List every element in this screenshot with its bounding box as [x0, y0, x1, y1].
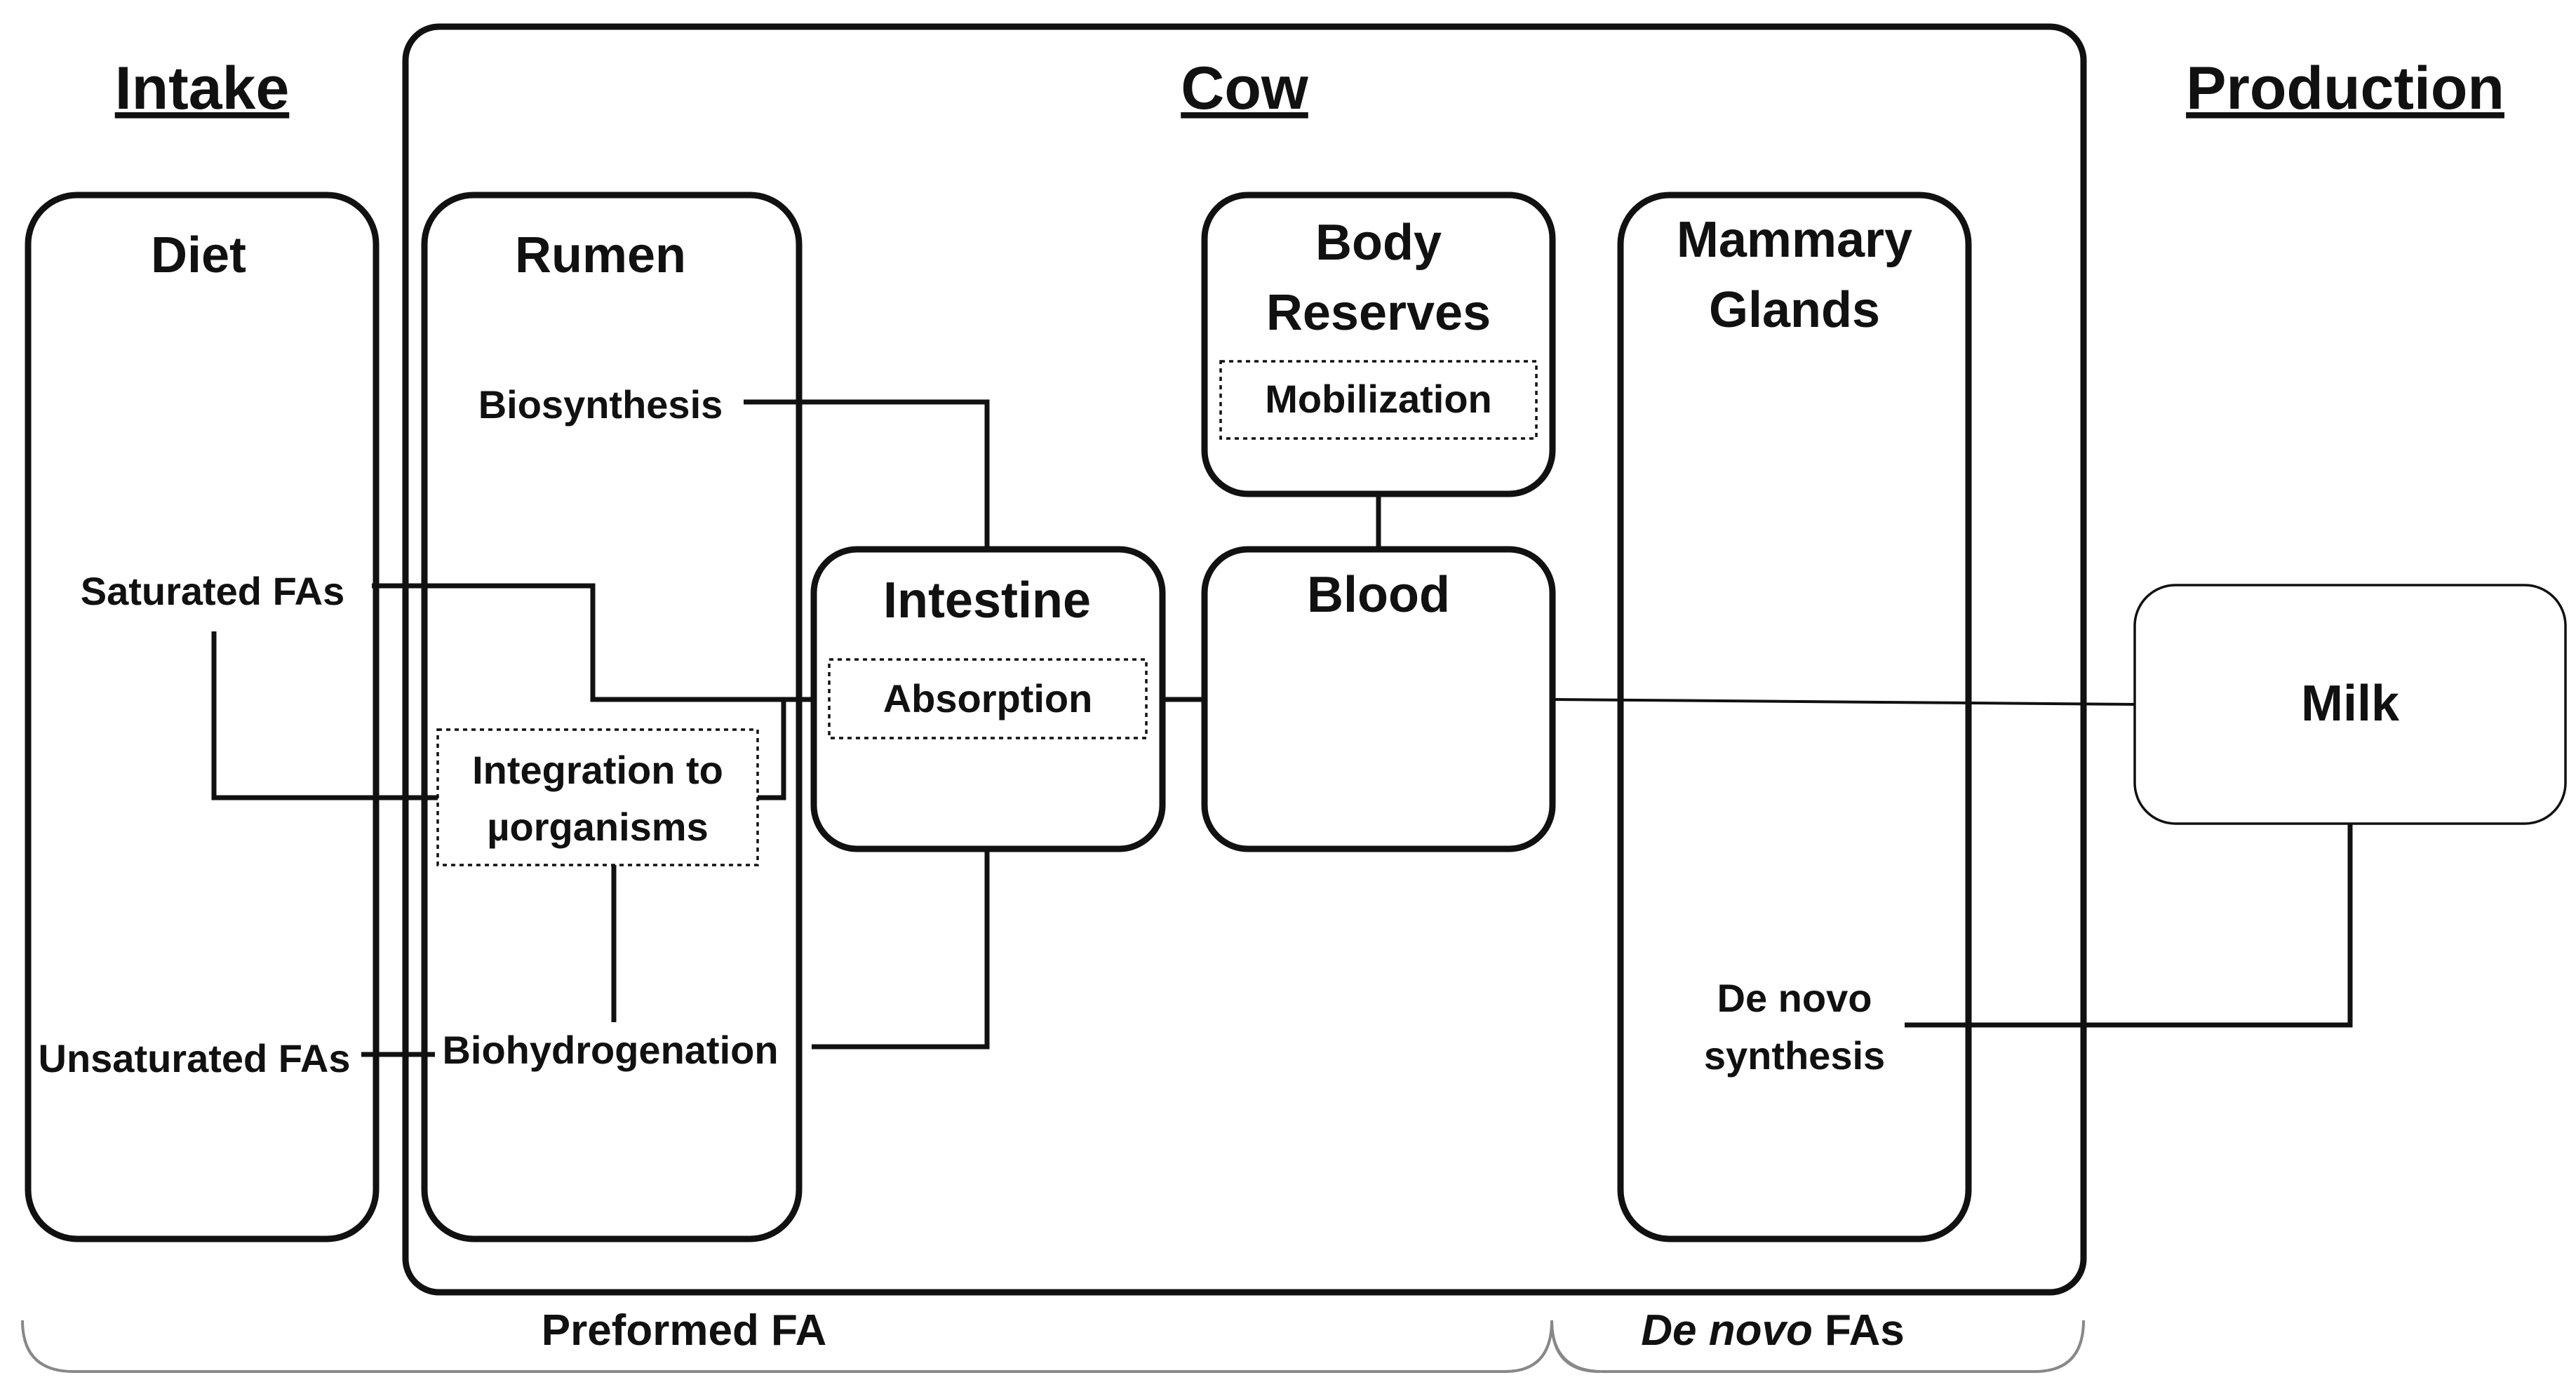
- saturated-to-integration-connector: [211, 631, 438, 800]
- milk-label: Milk: [2301, 676, 2400, 732]
- mammary-label-line1: Mammary: [1677, 212, 1912, 268]
- body-reserves-label-line2: Reserves: [1266, 285, 1491, 341]
- integration-label-line2: µorganisms: [487, 805, 708, 849]
- absorption-label: Absorption: [883, 676, 1093, 721]
- de-novo-fa-brace: [1550, 1320, 2085, 1373]
- mammary-glands-box: [1617, 192, 1972, 1242]
- blood-milk-connector: [1553, 698, 2135, 706]
- integration-box: [436, 728, 759, 866]
- biosynthesis-connector: [744, 399, 990, 549]
- diet-label: Diet: [151, 227, 246, 283]
- preformed-fa-label: Preformed FA: [542, 1306, 827, 1355]
- body-reserves-label-line1: Body: [1315, 215, 1442, 271]
- mobilization-box: [1219, 360, 1538, 440]
- saturated-fas-label: Saturated FAs: [81, 569, 345, 613]
- diet-box: [25, 192, 380, 1242]
- intake-heading: Intake: [115, 55, 290, 122]
- cow-heading: Cow: [1181, 55, 1309, 122]
- de-novo-synthesis-line2: synthesis: [1704, 1033, 1885, 1078]
- blood-label: Blood: [1307, 567, 1450, 623]
- de-novo-rest-span: FAs: [1813, 1306, 1905, 1355]
- de-novo-synthesis-line1: De novo: [1717, 976, 1872, 1020]
- de-novo-fas-label: De novo FAs: [1641, 1306, 1905, 1355]
- saturated-to-intestine-connector: [372, 583, 814, 702]
- integration-to-intestine-connector: [758, 699, 786, 800]
- biosynthesis-label: Biosynthesis: [478, 382, 723, 427]
- de-novo-italic-span: De novo: [1641, 1306, 1813, 1355]
- absorption-box: [828, 658, 1148, 739]
- blood-box: [1201, 546, 1556, 852]
- cow-frame: [402, 23, 2087, 1296]
- de-novo-milk-connector: [1905, 824, 2353, 1028]
- connectors: [211, 399, 2353, 1057]
- unsaturated-fas-label: Unsaturated FAs: [39, 1036, 351, 1080]
- intestine-label: Intestine: [883, 572, 1091, 629]
- production-heading: Production: [2186, 55, 2504, 122]
- mobilization-label: Mobilization: [1265, 377, 1492, 421]
- mammary-label-line2: Glands: [1709, 282, 1880, 338]
- biohydrogenation-connector: [812, 849, 990, 1050]
- integration-label-line1: Integration to: [472, 748, 723, 792]
- rumen-box: [421, 192, 803, 1242]
- milk-box: [2133, 584, 2567, 825]
- biohydrogenation-label: Biohydrogenation: [442, 1028, 778, 1072]
- rumen-label: Rumen: [515, 227, 686, 283]
